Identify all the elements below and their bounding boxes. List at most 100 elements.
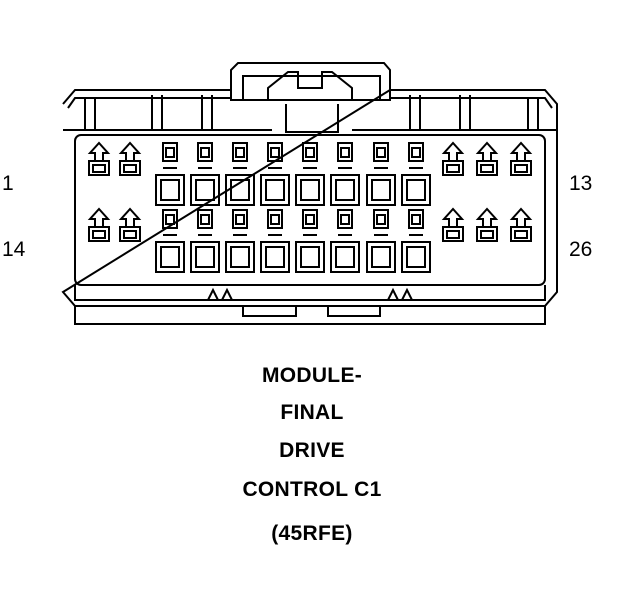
terminal-tab-slot [270,147,280,158]
terminal-arrow [87,141,111,161]
terminal-tab-slot [270,214,280,225]
terminal-arrow [475,141,499,161]
terminal-cavity [190,241,220,273]
latch [267,71,353,100]
terminal-cavity [155,241,185,273]
bottom-shelf [74,285,546,301]
terminal-cavity-inner [230,179,250,201]
terminal-cavity-inner [265,179,285,201]
terminal-tab [408,142,424,162]
terminal-cavity [366,241,396,273]
terminal-cavity [225,241,255,273]
terminal-tab [162,142,178,162]
terminal-cavity [155,174,185,206]
terminal-tab [408,209,424,229]
terminal-tab-slot [235,214,245,225]
terminal-arrow [441,141,465,161]
pin-label-1: 1 [2,172,14,195]
terminal-arrow [441,207,465,227]
terminal-tab [373,209,389,229]
terminal-tab-slot [340,147,350,158]
terminal-tab [197,142,213,162]
terminal-tab [302,209,318,229]
terminal-arrow [118,207,142,227]
terminal-tab [162,209,178,229]
terminal-tab-slot [411,214,421,225]
pin-label-13: 13 [569,172,593,195]
terminal-cavity [260,174,290,206]
terminal-base-inner [480,230,494,239]
terminal-tab [232,142,248,162]
terminal-cavity [401,174,431,206]
terminal-tab-slot [165,147,175,158]
terminal-tab-slot [165,214,175,225]
terminal-tab [197,209,213,229]
terminal-tab [337,142,353,162]
terminal-cavity-inner [230,246,250,268]
terminal-cavity [295,241,325,273]
terminal-tab [267,142,283,162]
terminal-arrow [87,207,111,227]
terminal-base-inner [92,230,106,239]
terminal-tab [373,142,389,162]
terminal-base-inner [92,164,106,173]
terminal-cavity [260,241,290,273]
terminal-base [442,226,464,242]
terminal-tab-slot [200,214,210,225]
terminal-arrow [509,141,533,161]
housing-top-band [67,97,553,109]
terminal-tab-slot [305,214,315,225]
locking-tab [230,62,391,101]
terminal-tab-slot [376,147,386,158]
terminal-cavity-inner [300,179,320,201]
terminal-cavity-inner [195,179,215,201]
terminal-tab [267,209,283,229]
terminal-base [119,160,141,176]
terminal-tab-slot [305,147,315,158]
terminal-cavity-inner [406,246,426,268]
caption-line-2: FINAL [280,401,344,424]
terminal-base [88,160,110,176]
terminal-cavity-inner [160,246,180,268]
terminal-cavity-inner [160,179,180,201]
terminal-tab-slot [235,147,245,158]
terminal-cavity-inner [371,179,391,201]
terminal-tab-slot [376,214,386,225]
caption-line-4: CONTROL C1 [242,478,382,501]
terminal-tab-slot [340,214,350,225]
terminal-cavities [87,141,533,273]
terminal-base [476,226,498,242]
terminal-cavity [295,174,325,206]
pin-label-26: 26 [569,238,593,261]
terminal-cavity [330,174,360,206]
terminal-tab-slot [411,147,421,158]
pin-label-14: 14 [2,238,26,261]
terminal-base-inner [446,164,460,173]
terminal-tab-slot [200,147,210,158]
terminal-arrow [118,141,142,161]
terminal-cavity-inner [265,246,285,268]
terminal-arrow [509,207,533,227]
terminal-cavity-inner [406,179,426,201]
terminal-base-inner [514,230,528,239]
locking-tab-inner [242,75,381,100]
terminal-base-inner [514,164,528,173]
caption-line-1: MODULE- [261,364,363,387]
terminal-base [442,160,464,176]
connector-face [74,134,546,286]
caption-line-3: DRIVE [279,439,345,462]
terminal-base [476,160,498,176]
terminal-cavity [401,241,431,273]
terminal-base-inner [480,164,494,173]
terminal-cavity [190,174,220,206]
terminal-arrow [475,207,499,227]
bottom-key-right [327,306,381,317]
terminal-base [119,226,141,242]
terminal-base [88,226,110,242]
terminal-cavity-inner [371,246,391,268]
caption-line-5: (45RFE) [271,522,353,545]
terminal-cavity-inner [195,246,215,268]
terminal-cavity [330,241,360,273]
terminal-base [510,226,532,242]
terminal-base [510,160,532,176]
